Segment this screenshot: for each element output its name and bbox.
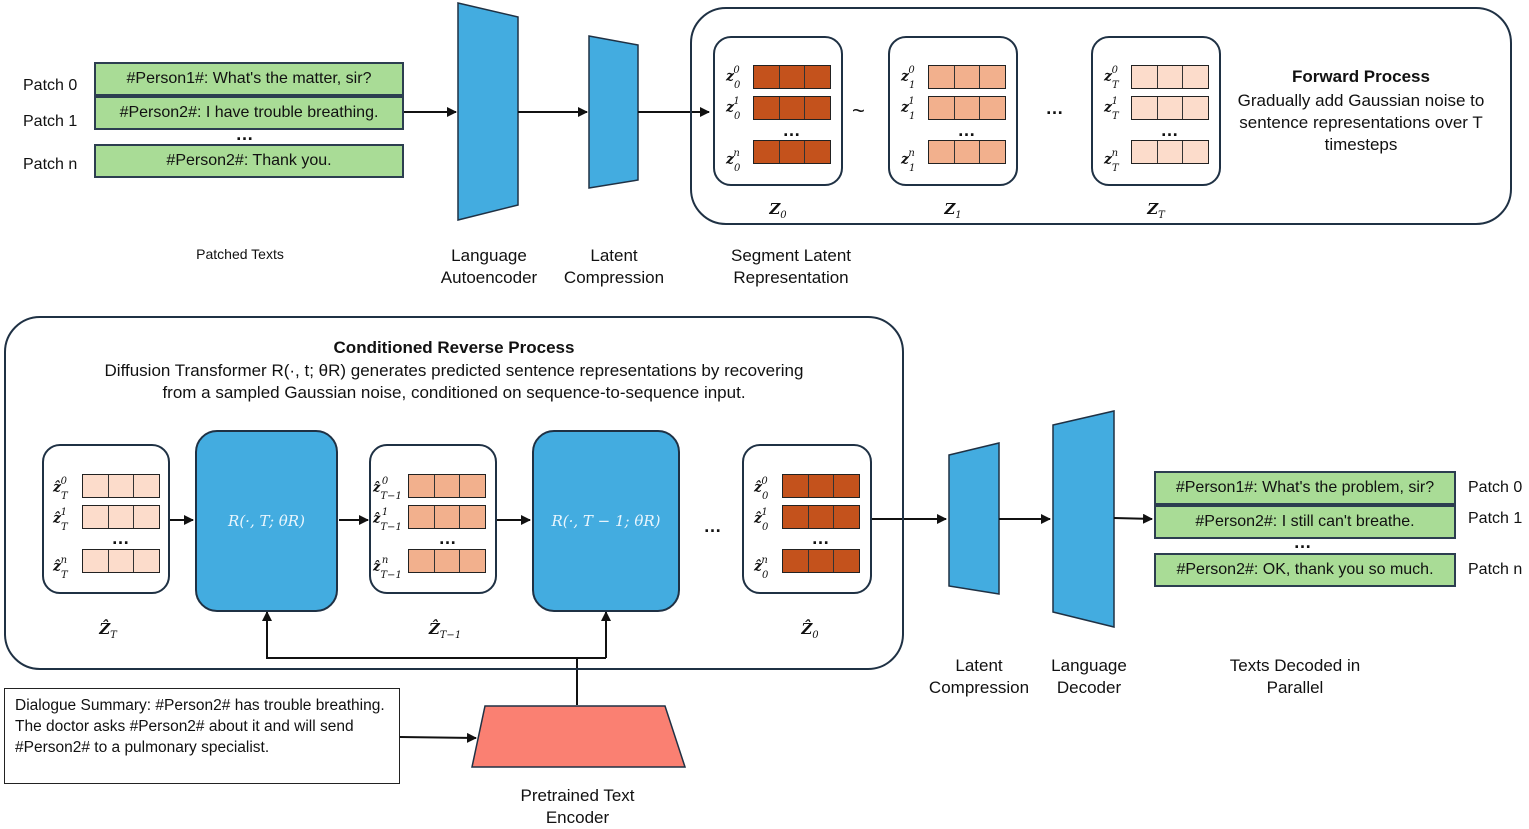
zhatT-0-label: ẑT0 [53, 476, 68, 503]
zT-0-label: zT0 [1104, 65, 1119, 92]
patch-text-n: #Person2#: Thank you. [94, 144, 404, 178]
zhatT1-n-bar [408, 549, 486, 573]
zhat0-1-bar [782, 505, 860, 529]
z0-1-bar [753, 96, 831, 120]
segment-latent-caption: Segment Latent Representation [730, 246, 852, 287]
patch-ellipsis: … [235, 124, 255, 144]
decoded-text-1: #Person2#: I still can't breathe. [1154, 505, 1456, 539]
z1-group-label: Z1 [944, 200, 962, 221]
z1-n-bar [928, 140, 1006, 164]
pretrained-encoder-caption: Pretrained Text Encoder [520, 786, 635, 827]
decoded-label-0: Patch 0 [1468, 479, 1523, 496]
z1-ellipsis: … [957, 120, 977, 140]
z0-n-label: z0n [726, 148, 741, 175]
zhatT-n-label: ẑTn [53, 555, 68, 582]
zhatT-1-label: ẑT1 [53, 507, 68, 534]
patch-text-0: #Person1#: What's the matter, sir? [94, 62, 404, 96]
decoded-label-n: Patch n [1468, 561, 1523, 578]
pretrained-text-encoder-shape [471, 705, 687, 768]
diffusion-transformer-block-2: R(·, T − 1; θR) [532, 430, 680, 612]
zhatT1-group-label: ẐT−1 [428, 620, 462, 641]
zhat0-0-label: ẑ00 [754, 476, 769, 503]
language-decoder-shape [1052, 410, 1115, 628]
decoded-caption: Texts Decoded in Parallel [1229, 656, 1361, 697]
zT-1-label: zT1 [1104, 96, 1119, 123]
zhat0-1-label: ẑ01 [754, 507, 769, 534]
zT-1-bar [1131, 96, 1209, 120]
zhatT1-1-bar [408, 505, 486, 529]
z1-n-label: z1n [901, 148, 916, 175]
arrow-right-icon [1113, 513, 1153, 524]
zhatT-n-bar [82, 549, 160, 573]
zhatT-0-bar [82, 474, 160, 498]
zhat0-ellipsis: … [811, 528, 831, 548]
diffusion-transformer-block-1: R(·, T; θR) [195, 430, 338, 612]
language-autoencoder-shape [457, 2, 519, 221]
zT-n-bar [1131, 140, 1209, 164]
z0-1-label: z01 [726, 96, 741, 123]
z0-0-bar [753, 65, 831, 89]
forward-process-title: Forward Process [1292, 67, 1430, 86]
z0-group-label: Z0 [769, 200, 787, 221]
decoded-text-0: #Person1#: What's the problem, sir? [1154, 471, 1456, 505]
zhat0-0-bar [782, 474, 860, 498]
z0-ellipsis: … [782, 120, 802, 140]
reverse-between-dots: … [703, 516, 723, 536]
latent-compression-shape [588, 35, 639, 189]
patch-label-n: Patch n [23, 156, 78, 173]
dialogue-summary-box: Dialogue Summary: #Person2# has trouble … [4, 688, 400, 784]
z1-0-bar [928, 65, 1006, 89]
zhat0-n-label: ẑ0n [754, 555, 769, 582]
z1-0-label: z10 [901, 65, 916, 92]
zhatT-ellipsis: … [111, 528, 131, 548]
forward-process-box [690, 7, 1512, 225]
forward-process-desc: Gradually add Gaussian noise to sentence… [1237, 91, 1485, 154]
language-autoencoder-caption: Language Autoencoder [440, 246, 538, 287]
patched-texts-caption: Patched Texts [196, 246, 284, 262]
latent-compression-caption: Latent Compression [563, 246, 665, 287]
reverse-process-desc: Diffusion Transformer R(·, t; θR) genera… [104, 361, 804, 402]
tilde-symbol: ~ [852, 98, 865, 123]
zhatT1-0-label: ẑT−10 [373, 476, 402, 502]
zhatT1-n-label: ẑT−1n [373, 555, 402, 581]
z1-1-bar [928, 96, 1006, 120]
zT-group-label: ZT [1147, 200, 1165, 221]
arrow-right-icon [399, 732, 477, 743]
zT-n-label: zTn [1104, 148, 1119, 175]
zhatT-1-bar [82, 505, 160, 529]
decoded-text-n: #Person2#: OK, thank you so much. [1154, 553, 1456, 587]
latent-compression-caption-2: Latent Compression [928, 656, 1030, 697]
zT-ellipsis: … [1160, 120, 1180, 140]
zhatT1-ellipsis: … [438, 528, 458, 548]
latent-compression-shape-2 [948, 442, 1000, 595]
zhatT1-0-bar [408, 474, 486, 498]
patch-text-1: #Person2#: I have trouble breathing. [94, 96, 404, 130]
z0-n-bar [753, 140, 831, 164]
z1-1-label: z11 [901, 96, 916, 123]
decoded-ellipsis: … [1293, 532, 1313, 552]
language-decoder-caption: Language Decoder [1051, 656, 1127, 697]
patch-label-0: Patch 0 [23, 77, 78, 94]
zhatT1-1-label: ẑT−11 [373, 507, 402, 533]
reverse-process-title: Conditioned Reverse Process [333, 338, 575, 357]
zhat0-group-label: Ẑ0 [801, 620, 819, 641]
zhatT-group-label: ẐT [99, 620, 117, 641]
patch-label-1: Patch 1 [23, 113, 78, 130]
decoded-label-1: Patch 1 [1468, 510, 1523, 527]
zhat0-n-bar [782, 549, 860, 573]
reverse-process-box [4, 316, 904, 670]
condition-line [262, 611, 578, 705]
z0-0-label: z00 [726, 65, 741, 92]
zT-0-bar [1131, 65, 1209, 89]
between-dots: … [1045, 98, 1065, 118]
